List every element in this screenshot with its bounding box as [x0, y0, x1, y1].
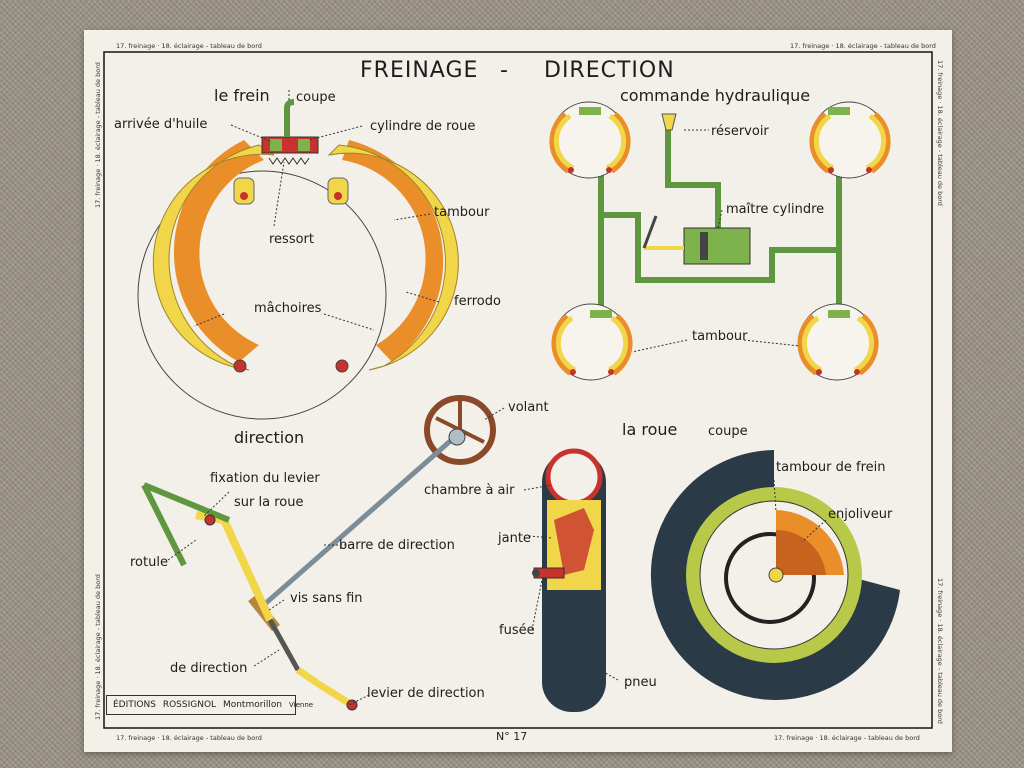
brake-heading: le frein	[214, 86, 270, 105]
label-ball-joint: rotule	[130, 555, 168, 570]
label-worm-screw: vis sans fin	[290, 591, 363, 606]
steering-column	[256, 434, 458, 612]
label-lining: ferrodo	[454, 294, 501, 309]
margin-top-right: 17. freinage · 18. éclairage - tableau d…	[790, 42, 936, 50]
oil-pipe	[284, 99, 295, 137]
label-reservoir: réservoir	[711, 124, 769, 139]
steering-lever	[296, 667, 354, 708]
diagram-canvas	[103, 51, 933, 729]
label-tyre: pneu	[624, 675, 657, 690]
label-wheel-cylinder: cylindre de roue	[370, 119, 476, 134]
margin-top-left: 17. freinage · 18. éclairage - tableau d…	[116, 42, 262, 50]
publisher-box: ÉDITIONS ROSSIGNOL Montmorillon Vienne	[106, 695, 313, 715]
left-lining	[173, 140, 264, 362]
label-steering-lever: levier de direction	[367, 686, 485, 701]
publisher-label: ÉDITIONS	[113, 700, 156, 710]
brake-pedal	[642, 215, 658, 249]
reservoir	[661, 113, 677, 131]
brake-diagram	[137, 90, 459, 420]
margin-right-top: 17. freinage · 18. éclairage - tableau d…	[936, 60, 944, 206]
label-lever-mount: fixation du levier	[210, 471, 320, 486]
left-pivot	[233, 359, 247, 373]
label-drum: tambour	[434, 205, 490, 220]
steering-box	[267, 618, 301, 672]
publisher-name: ROSSIGNOL	[162, 700, 217, 710]
right-shoe	[327, 144, 459, 371]
title-dash: -	[500, 58, 509, 83]
left-adjuster-dot	[240, 192, 248, 200]
poster-frame	[103, 51, 933, 729]
title-freinage: FREINAGE	[360, 58, 479, 83]
roadwheel-heading: la roue	[622, 420, 678, 439]
hydraulic-diagram	[549, 101, 891, 381]
margin-left-bottom: 17. freinage · 18. éclairage - tableau d…	[94, 574, 102, 720]
left-adjuster	[233, 177, 255, 205]
label-brake-drum: tambour de frein	[776, 460, 886, 475]
margin-bottom-left: 17. freinage · 18. éclairage - tableau d…	[116, 734, 262, 742]
publisher-city: Montmorillon	[222, 700, 283, 710]
label-shoes: mâchoires	[254, 301, 322, 316]
publisher-region: Vienne	[289, 701, 314, 709]
steering-diagram	[141, 395, 505, 711]
wheel-cutaway-diagram	[650, 450, 900, 700]
hydraulic-drum-br	[797, 303, 879, 381]
right-pivot	[335, 359, 349, 373]
label-steering-bar: barre de direction	[339, 538, 455, 553]
label-rim: jante	[498, 531, 531, 546]
master-piston	[700, 232, 708, 260]
label-steering-of: de direction	[170, 661, 248, 676]
poster-sheet: FREINAGE - DIRECTION 17. freinage · 18. …	[84, 30, 952, 752]
label-hydraulic-drum: tambour	[692, 329, 748, 344]
cylinder-piston-right	[298, 139, 310, 151]
hydraulic-drum-bl	[551, 303, 633, 381]
label-master-cylinder: maître cylindre	[726, 202, 825, 217]
hydraulic-drum-tl	[549, 101, 631, 179]
label-steering-wheel: volant	[508, 400, 549, 415]
left-shoe	[152, 144, 275, 371]
label-lever-mount-2: sur la roue	[234, 495, 304, 510]
label-hubcap: enjoliveur	[828, 507, 893, 522]
drop-arm	[195, 511, 274, 622]
label-inner-tube: chambre à air	[424, 483, 515, 498]
margin-bottom-right: 17. freinage · 18. éclairage - tableau d…	[774, 734, 920, 742]
roadwheel-section-note: coupe	[708, 424, 748, 439]
label-oil-inlet: arrivée d'huile	[114, 117, 208, 132]
brake-section-note: coupe	[296, 90, 336, 105]
label-spindle: fusée	[499, 623, 535, 638]
hydraulic-drum-tr	[809, 101, 891, 179]
cylinder-piston-left	[270, 139, 282, 151]
margin-left-top: 17. freinage · 18. éclairage - tableau d…	[94, 62, 102, 208]
label-spring: ressort	[269, 232, 314, 247]
title-direction: DIRECTION	[544, 58, 675, 83]
brake-spring	[268, 157, 310, 165]
ball-joint	[204, 514, 216, 526]
right-lining	[342, 140, 444, 362]
hub-center	[768, 567, 784, 583]
master-cylinder	[683, 227, 751, 265]
hydraulic-heading: commande hydraulique	[620, 86, 811, 105]
plate-number: N° 17	[496, 730, 528, 743]
margin-right-bottom: 17. freinage · 18. éclairage - tableau d…	[936, 578, 944, 724]
tyre-section-diagram	[523, 448, 619, 712]
steering-wheel	[424, 395, 496, 465]
right-adjuster-dot	[334, 192, 342, 200]
inner-tube	[545, 448, 603, 506]
right-adjuster	[327, 177, 349, 205]
brake-drum-outline	[137, 170, 387, 420]
steering-heading: direction	[234, 428, 305, 447]
lever-mount	[141, 482, 231, 567]
